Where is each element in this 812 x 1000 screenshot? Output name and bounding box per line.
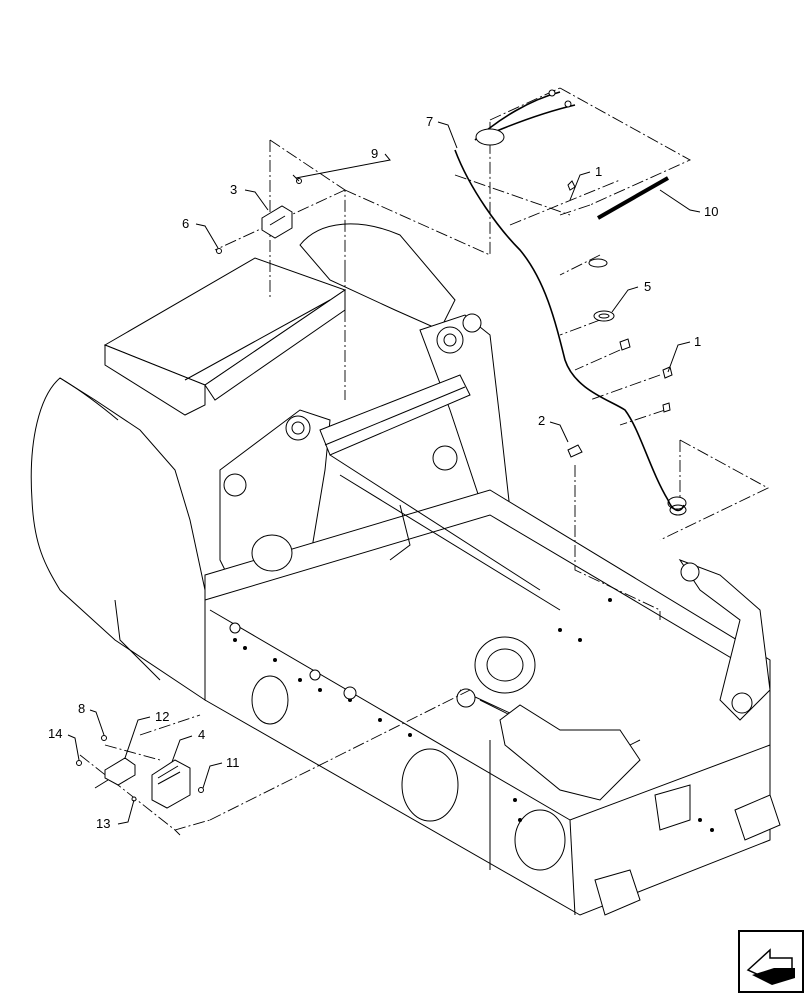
bracket-part-3 bbox=[261, 205, 293, 239]
callout-label: 4 bbox=[198, 727, 205, 742]
callout-label: 8 bbox=[78, 701, 85, 716]
callout-5: 5 bbox=[611, 279, 651, 313]
clamp-parts bbox=[567, 180, 673, 458]
callout-label: 2 bbox=[538, 413, 545, 428]
callout-label: 13 bbox=[96, 816, 110, 831]
rod-part-10 bbox=[597, 176, 669, 220]
callout-label: 10 bbox=[704, 204, 718, 219]
chassis-frame bbox=[30, 223, 781, 916]
callout-label: 7 bbox=[426, 114, 433, 129]
callout-2: 2 bbox=[538, 413, 569, 443]
callout-12: 12 bbox=[124, 709, 169, 759]
callout-1a: 1 bbox=[569, 164, 602, 201]
callout-14: 14 bbox=[48, 726, 80, 761]
callout-3: 3 bbox=[230, 182, 269, 211]
callout-7: 7 bbox=[426, 114, 458, 149]
callout-label: 6 bbox=[182, 216, 189, 231]
callout-label: 1 bbox=[694, 334, 701, 349]
mount-bracket-12 bbox=[94, 757, 136, 789]
callout-label: 14 bbox=[48, 726, 62, 741]
callout-label: 11 bbox=[226, 755, 240, 770]
callout-1b: 1 bbox=[667, 334, 701, 373]
callout-4: 4 bbox=[171, 727, 205, 763]
callout-6: 6 bbox=[182, 216, 219, 249]
callout-label: 1 bbox=[595, 164, 602, 179]
callout-label: 5 bbox=[644, 279, 651, 294]
callout-label: 9 bbox=[371, 146, 378, 161]
callout-10: 10 bbox=[659, 189, 718, 219]
callout-label: 12 bbox=[155, 709, 169, 724]
callout-13: 13 bbox=[96, 799, 135, 831]
callout-label: 3 bbox=[230, 182, 237, 197]
callout-11: 11 bbox=[202, 755, 240, 789]
callout-9: 9 bbox=[295, 146, 391, 179]
next-page-arrow-icon[interactable] bbox=[738, 930, 804, 993]
callout-8: 8 bbox=[78, 701, 105, 736]
wire-harness bbox=[454, 89, 687, 516]
controller-module-4 bbox=[151, 759, 191, 809]
fastener-parts bbox=[76, 174, 302, 802]
